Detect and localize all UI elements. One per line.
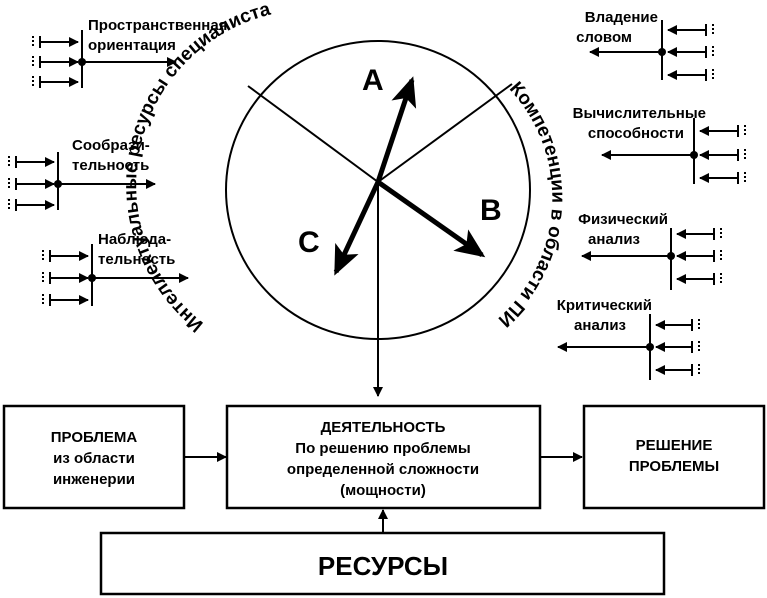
activity-box-line2: По решению проблемы: [295, 440, 470, 457]
ability-observation: Наблюда- тельность: [42, 231, 189, 306]
solution-box: РЕШЕНИЕ ПРОБЛЕМЫ: [582, 404, 766, 510]
sector-divider-right: [377, 83, 513, 183]
ability-label-line1: Пространственная: [88, 17, 227, 34]
ability-label-line2: анализ: [588, 231, 640, 248]
ability-label-line1: Критический: [557, 297, 652, 314]
ability-label-line2: ориентация: [88, 37, 176, 54]
vector-arrows: [333, 76, 486, 397]
problem-box-line2: из области: [53, 450, 135, 467]
ability-label-line2: словом: [576, 29, 632, 46]
vector-c-label: C: [298, 226, 320, 259]
ability-label-line1: Наблюда-: [98, 231, 171, 248]
activity-box-line3: определенной сложности: [287, 461, 479, 478]
ability-physical-analysis: Физический анализ: [578, 211, 722, 290]
problem-box: ПРОБЛЕМА из области инженерии: [2, 404, 186, 510]
ability-label-line2: тельность: [72, 157, 149, 174]
ability-quick-wittedness: Сообрази- тельность: [8, 137, 156, 211]
activity-box: ДЕЯТЕЛЬНОСТЬ По решению проблемы определ…: [225, 404, 542, 510]
ability-label-line2: анализ: [574, 317, 626, 334]
problem-box-line3: инженерии: [53, 471, 135, 488]
vector-c-arrow: [333, 180, 381, 276]
resources-box-label: РЕСУРСЫ: [318, 551, 448, 581]
solution-box-line1: РЕШЕНИЕ: [636, 437, 713, 454]
ability-label-line1: Вычислительные: [573, 105, 706, 122]
activity-box-line1: ДЕЯТЕЛЬНОСТЬ: [321, 419, 446, 436]
vector-b-label: B: [480, 194, 502, 227]
ability-label-line1: Владение: [585, 9, 658, 26]
ability-computational: Вычислительные способности: [573, 105, 746, 184]
vector-a-label: A: [362, 64, 384, 97]
arc-caption-competences: Компетенции в области ПИ: [494, 78, 568, 331]
resources-box: РЕСУРСЫ: [99, 531, 666, 596]
activity-box-line4: (мощности): [340, 482, 426, 499]
vector-a-arrow: [375, 76, 417, 183]
vector-b-arrow: [376, 179, 486, 258]
ability-label-line1: Сообрази-: [72, 137, 150, 154]
ability-label-line2: тельность: [98, 251, 175, 268]
ability-critical-analysis: Критический анализ: [557, 297, 700, 380]
ability-spatial-orientation: Пространственная ориентация: [32, 17, 227, 88]
solution-box-line2: ПРОБЛЕМЫ: [629, 458, 719, 475]
ability-label-line1: Физический: [578, 211, 668, 228]
ability-label-line2: способности: [588, 125, 684, 142]
problem-box-line1: ПРОБЛЕМА: [51, 429, 138, 446]
ability-word-mastery: Владение словом: [576, 9, 714, 81]
sector-divider-left: [247, 85, 379, 183]
